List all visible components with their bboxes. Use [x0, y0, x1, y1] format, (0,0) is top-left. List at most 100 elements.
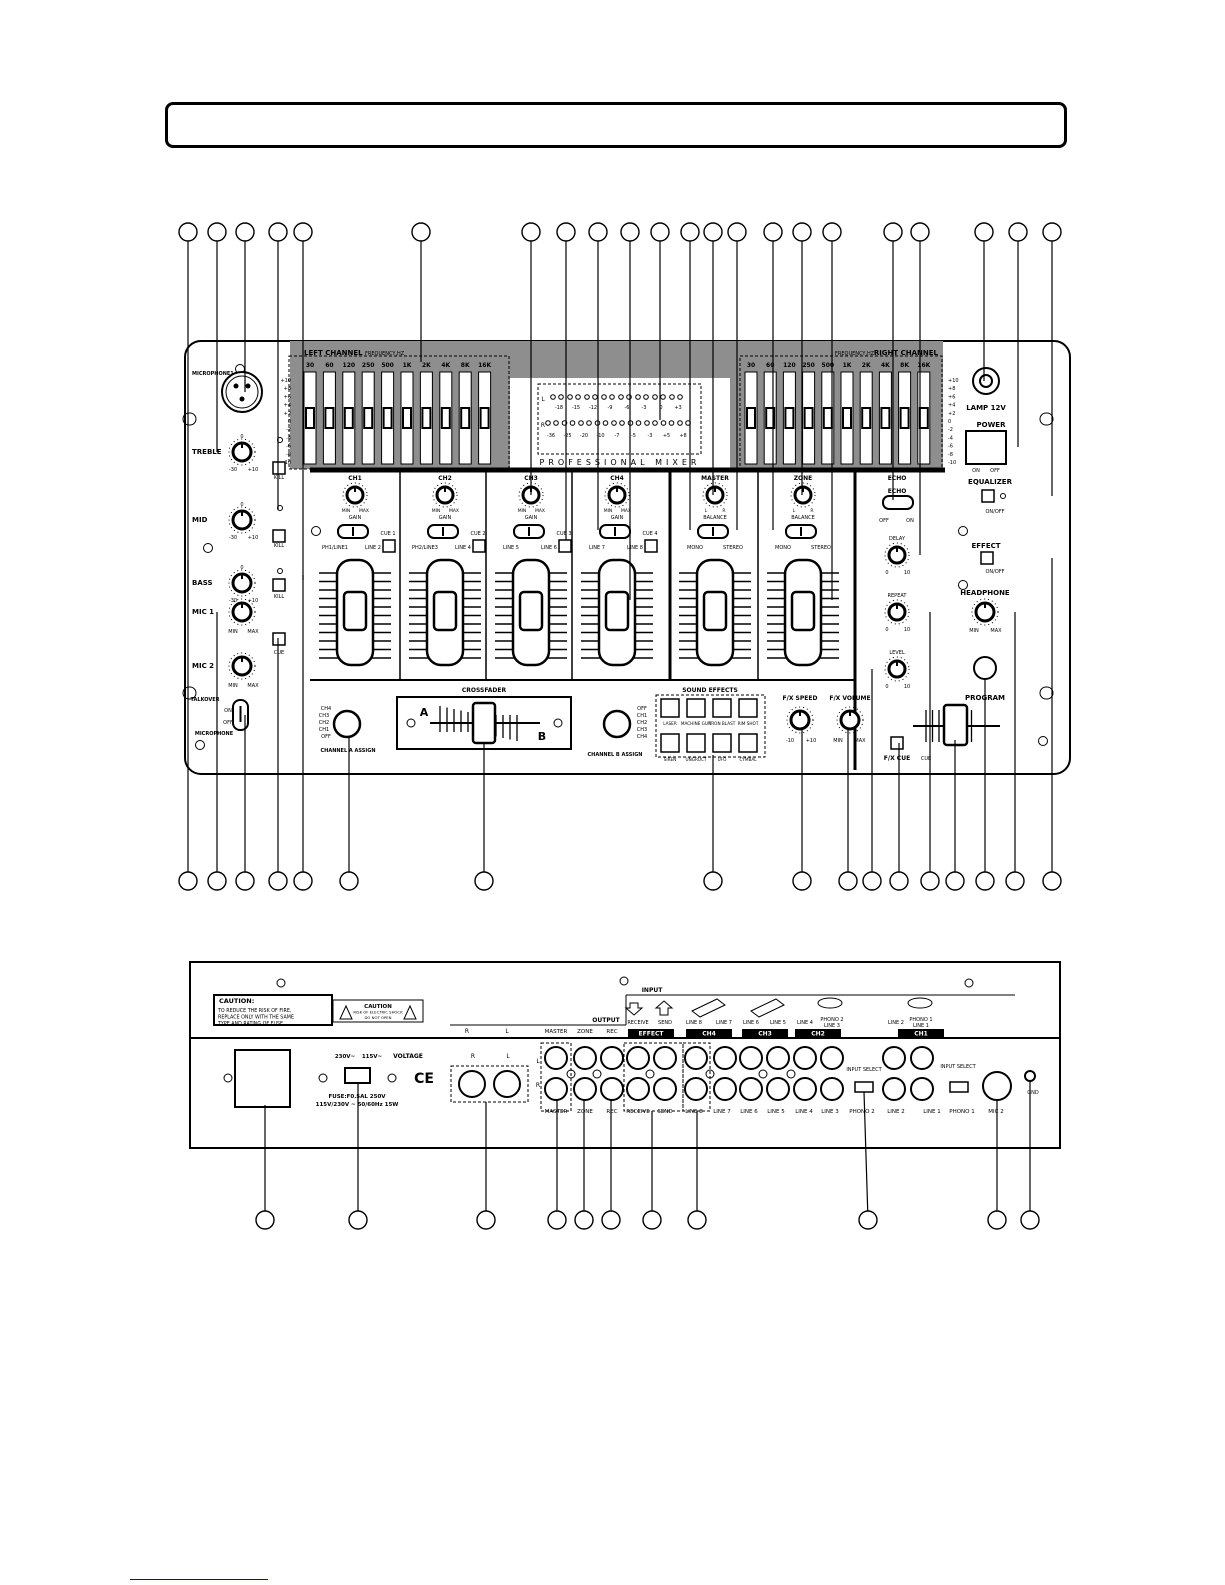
sfx-button-ufo[interactable] [712, 733, 732, 753]
xlr-pin [245, 383, 251, 389]
callout-circle [620, 222, 640, 242]
input-select-switch-1[interactable] [854, 1081, 874, 1093]
meter-led [635, 394, 641, 400]
sfx-button-ungruct[interactable] [686, 733, 706, 753]
eq-right-slider-cap[interactable] [765, 407, 776, 429]
meter-led [578, 420, 584, 426]
rca-jack-top [684, 1046, 708, 1070]
fader-cap[interactable] [702, 590, 728, 632]
effect-button[interactable] [980, 551, 994, 565]
mic-level-knob-1[interactable] [228, 598, 256, 626]
channel-b-assign-knob[interactable] [602, 709, 632, 739]
assign-a-position: OFF [321, 734, 331, 740]
balanced-out-r [458, 1070, 486, 1098]
strip-gain-knob[interactable] [342, 482, 368, 508]
strip-cue-button[interactable] [558, 539, 572, 553]
eq-left-slider-cap[interactable] [363, 407, 374, 429]
eq-right-slider-cap[interactable] [842, 407, 852, 429]
crossfader-cap[interactable] [471, 701, 497, 745]
strip-gain-knob[interactable] [604, 482, 630, 508]
warning-triangle-icon [403, 1004, 417, 1020]
callout-circle [268, 871, 288, 891]
fader-cap[interactable] [432, 590, 458, 632]
sfx-button-rim-shot[interactable] [738, 698, 758, 718]
eq-left-slider-cap[interactable] [324, 407, 335, 429]
eq-left-slider-cap[interactable] [440, 407, 451, 429]
eq-left-slider-cap[interactable] [402, 407, 412, 429]
sfx-button-cymbal[interactable] [738, 733, 758, 753]
strip-cue-button[interactable] [382, 539, 396, 553]
sfx-button-laser[interactable] [660, 698, 680, 718]
rca-jack-bottom [739, 1077, 763, 1101]
eq-right-slider-cap[interactable] [784, 407, 795, 429]
shock-warning-text: CAUTION [364, 1004, 392, 1010]
eq-right-slider-cap[interactable] [746, 407, 756, 429]
tone-knob-bass[interactable] [228, 569, 256, 597]
fader-cap[interactable] [518, 590, 544, 632]
echo-level-knob[interactable] [884, 656, 910, 682]
meter-led [668, 420, 675, 426]
tone-knob-treble[interactable] [228, 438, 256, 466]
eq-right-slider-cap[interactable] [880, 407, 891, 429]
power-switch[interactable] [965, 430, 1007, 465]
strip-balance-knob[interactable] [702, 482, 728, 508]
fader-cap[interactable] [790, 590, 816, 632]
fx-speed-knob[interactable] [786, 706, 814, 734]
group-badge [742, 1029, 788, 1037]
power-rating-label: 115V/230V ~ 50/60Hz 15W [316, 1102, 399, 1108]
tone-knob-mid[interactable] [228, 506, 256, 534]
eq-right-slider-cap[interactable] [803, 407, 814, 429]
mic-cue-button[interactable] [272, 632, 286, 646]
fader-cap[interactable] [604, 590, 630, 632]
fader-cap[interactable] [342, 590, 368, 632]
eq-right-slider-cap[interactable] [899, 407, 910, 429]
eq-left-slider-cap[interactable] [421, 407, 432, 429]
eq-left-freq-label: 60 [325, 362, 333, 369]
kill-button-1[interactable] [272, 461, 286, 475]
meter-label-top: 0 [659, 405, 662, 411]
eq-left-freq-label: 250 [362, 362, 375, 369]
eq-right-freq-label: 120 [783, 362, 796, 369]
eq-right-slider-cap[interactable] [822, 407, 833, 429]
sfx-button-machine-gun[interactable] [686, 698, 706, 718]
eq-left-slider-cap[interactable] [382, 407, 393, 429]
fx-volume-knob[interactable] [836, 706, 864, 734]
kill-button-2[interactable] [272, 529, 286, 543]
headphone-jack[interactable] [973, 656, 997, 680]
rca-l-label: L [536, 1058, 540, 1065]
strip-gain-knob[interactable] [432, 482, 458, 508]
strip-balance-knob[interactable] [790, 482, 816, 508]
input-select-switch-2[interactable] [949, 1081, 969, 1093]
fx-cue-button[interactable] [890, 736, 904, 750]
fx-speed-label: F/X SPEED [783, 695, 818, 702]
equalizer-button[interactable] [981, 489, 995, 503]
eq-left-slider-cap[interactable] [479, 407, 490, 429]
echo-repeat-knob[interactable] [884, 599, 910, 625]
xlr-mic-socket[interactable] [221, 371, 263, 413]
eq-left-slider-cap[interactable] [343, 407, 354, 429]
strip-cue-button[interactable] [472, 539, 486, 553]
eq-left-slider-cap[interactable] [305, 407, 315, 429]
program-fader-cap[interactable] [942, 703, 969, 747]
eq-right-scale: -10 [948, 460, 956, 466]
headphone-knob[interactable] [971, 598, 999, 626]
eq-left-slider-cap[interactable] [460, 407, 471, 429]
sfx-button-tron-blast[interactable] [712, 698, 732, 718]
sfx-button-siren[interactable] [660, 733, 680, 753]
strip-cue-button[interactable] [644, 539, 658, 553]
group-label-ch4: CH4 [702, 1031, 716, 1038]
eq-right-slider-cap[interactable] [918, 407, 929, 429]
echo-delay-knob[interactable] [884, 542, 910, 568]
rca-jack-top [739, 1046, 763, 1070]
mic-level-knob-2[interactable] [228, 652, 256, 680]
kill-button-3[interactable] [272, 578, 286, 592]
strip-cue-label: CUE 1 [380, 531, 395, 537]
fuse-label: FUSE:F0.5AL 250V [328, 1094, 386, 1100]
channel-a-assign-knob[interactable] [332, 709, 362, 739]
eq-right-slider-cap[interactable] [861, 407, 872, 429]
line8-frame [682, 1042, 711, 1112]
lamp-socket[interactable] [972, 367, 1000, 395]
top-label: LINE 5 [770, 1020, 786, 1026]
echo-switch[interactable] [882, 495, 914, 510]
